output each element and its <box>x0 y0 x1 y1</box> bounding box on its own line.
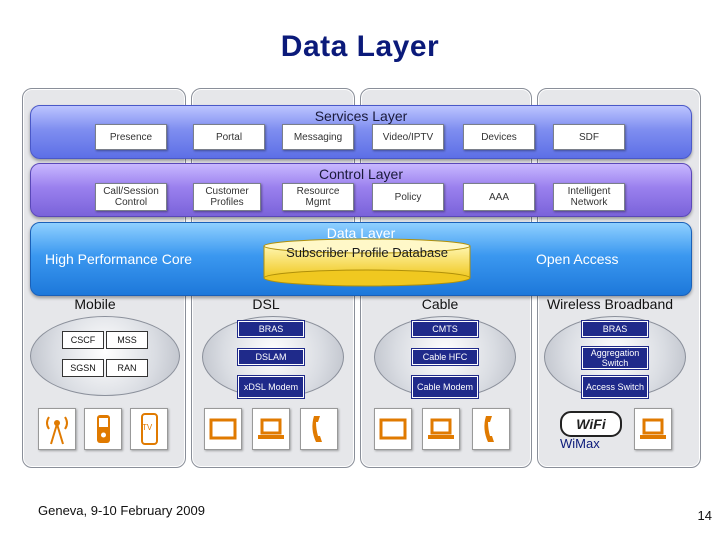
node-ran: RAN <box>106 359 148 377</box>
telephone-icon <box>312 416 322 442</box>
dsl-laptop-device <box>252 408 290 450</box>
mobile-network-cloud <box>30 316 180 396</box>
wimax-label: WiMax <box>560 436 600 451</box>
dsl-tv-device <box>204 408 242 450</box>
dsl-header: DSL <box>252 296 280 312</box>
tv-label: TV <box>142 423 153 432</box>
cable-laptop-device <box>422 408 460 450</box>
service-presence: Presence <box>95 124 167 150</box>
footer-location-date: Geneva, 9-10 February 2009 <box>38 503 205 518</box>
control-resource-mgmt: Resource Mgmt <box>282 183 354 211</box>
telephone-icon <box>484 416 494 442</box>
node-wireless-bras: BRAS <box>581 320 649 338</box>
control-policy: Policy <box>372 183 444 211</box>
cable-header: Cable <box>421 296 459 312</box>
high-performance-core-label: High Performance Core <box>45 251 193 267</box>
mobile-header: Mobile <box>74 296 116 312</box>
node-cable-modem: Cable Modem <box>411 375 479 399</box>
node-cscf: CSCF <box>62 331 104 349</box>
services-layer-label: Services Layer <box>314 108 408 124</box>
cell-tower-device <box>38 408 76 450</box>
node-cmts: CMTS <box>411 320 479 338</box>
database-label: Subscriber Profile Database <box>286 245 448 260</box>
node-dslam: DSLAM <box>237 348 305 366</box>
page-number: 14 <box>697 508 712 523</box>
node-dsl-bras: BRAS <box>237 320 305 338</box>
phone-device <box>84 408 122 450</box>
service-messaging: Messaging <box>282 124 354 150</box>
page-title: Data Layer <box>280 30 440 63</box>
mobile-phone-icon <box>97 415 110 443</box>
cable-phone-device <box>472 408 510 450</box>
node-cable-hfc: Cable HFC <box>411 348 479 366</box>
cable-tv-device <box>374 408 412 450</box>
node-xdsl-modem: xDSL Modem <box>237 375 305 399</box>
tv-phone-device: TV <box>130 408 168 450</box>
control-aaa: AAA <box>463 183 535 211</box>
service-sdf: SDF <box>553 124 625 150</box>
laptop-icon <box>428 418 454 439</box>
node-sgsn: SGSN <box>62 359 104 377</box>
tv-phone-icon <box>141 413 158 445</box>
monitor-icon <box>209 418 237 440</box>
node-aggregation-switch: Aggregation Switch <box>581 346 649 370</box>
laptop-icon <box>640 418 666 439</box>
control-intelligent-network: Intelligent Network <box>553 183 625 211</box>
dsl-phone-device <box>300 408 338 450</box>
wireless-laptop-device <box>634 408 672 450</box>
node-mss: MSS <box>106 331 148 349</box>
wifi-logo: WiFi <box>560 411 622 437</box>
data-layer-label: Data Layer <box>326 225 396 241</box>
control-layer-label: Control Layer <box>318 166 404 182</box>
database-cylinder-icon <box>263 238 471 287</box>
service-devices: Devices <box>463 124 535 150</box>
monitor-icon <box>379 418 407 440</box>
wireless-header: Wireless Broadband <box>546 296 674 312</box>
wifi-text: WiFi <box>576 416 606 432</box>
node-access-switch: Access Switch <box>581 375 649 399</box>
service-video-iptv: Video/IPTV <box>372 124 444 150</box>
laptop-icon <box>258 418 284 439</box>
open-access-label: Open Access <box>536 251 619 267</box>
cell-tower-icon <box>46 416 68 445</box>
control-call-session: Call/Session Control <box>95 183 167 211</box>
control-customer-profiles: Customer Profiles <box>193 183 261 211</box>
service-portal: Portal <box>193 124 265 150</box>
